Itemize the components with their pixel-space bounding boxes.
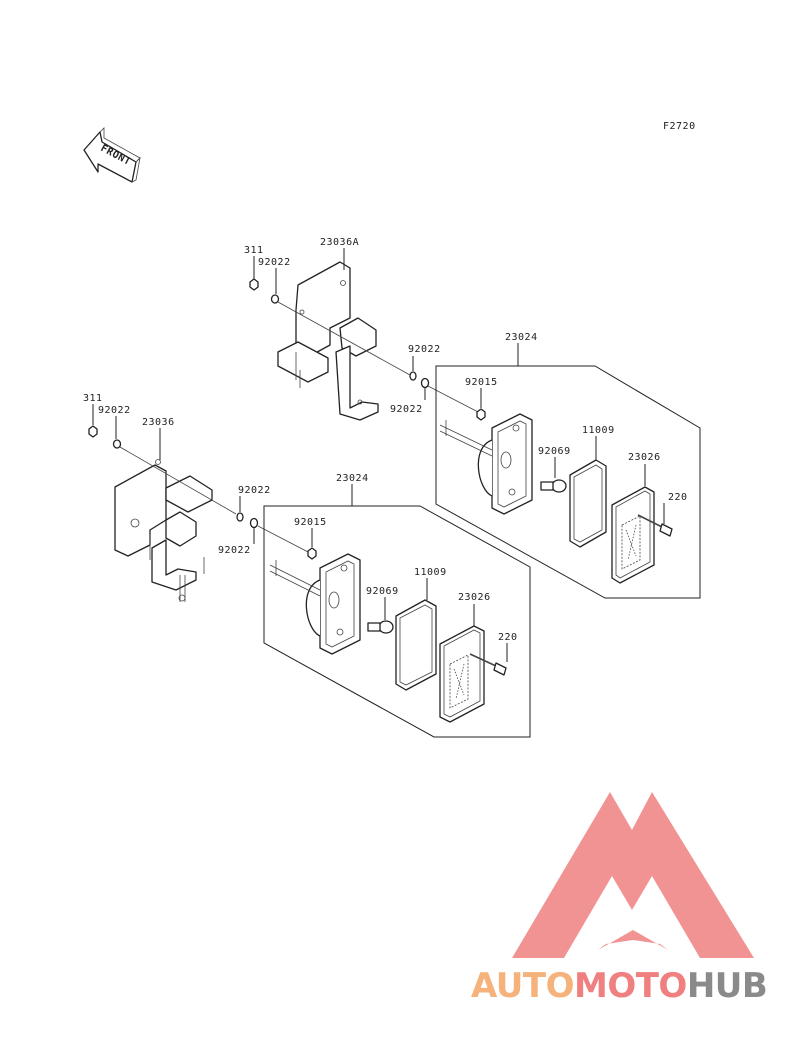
label-220-right: 220 bbox=[668, 492, 688, 503]
label-92015-right: 92015 bbox=[465, 377, 498, 388]
nut-92015-right bbox=[476, 408, 486, 421]
bracket-23036A bbox=[277, 261, 379, 421]
lamp-housing-left bbox=[269, 553, 361, 655]
washer-92022-right-a bbox=[409, 371, 417, 381]
lamp-housing-right bbox=[439, 413, 533, 515]
label-311-right: 311 bbox=[244, 245, 264, 256]
label-92069-right: 92069 bbox=[538, 446, 571, 457]
part-labels: 311 92022 23036A 92022 92022 23024 92015… bbox=[83, 237, 688, 643]
screw-220-left bbox=[469, 653, 507, 676]
label-23024-left: 23024 bbox=[336, 473, 369, 484]
right-assembly bbox=[249, 261, 701, 599]
leader-lines bbox=[92, 248, 665, 662]
triangle-logo-icon bbox=[512, 792, 754, 958]
washer-92022-left-top bbox=[112, 439, 122, 449]
label-23026-left: 23026 bbox=[458, 592, 491, 603]
nut-92015-left bbox=[307, 547, 317, 560]
nut-311-right bbox=[249, 278, 259, 291]
label-92022-right-b: 92022 bbox=[390, 404, 423, 415]
label-11009-right: 11009 bbox=[582, 425, 615, 436]
label-92022-right-a: 92022 bbox=[408, 344, 441, 355]
watermark-text: AUTOMOTOHUB bbox=[471, 966, 767, 1006]
label-92015-left: 92015 bbox=[294, 517, 327, 528]
washer-92022-left-a bbox=[236, 512, 244, 522]
label-92022-left-a: 92022 bbox=[238, 485, 271, 496]
bulb-92069-right bbox=[540, 479, 567, 493]
lens-23026-right bbox=[611, 486, 655, 584]
bulb-92069-left bbox=[367, 620, 394, 634]
label-11009-left: 11009 bbox=[414, 567, 447, 578]
label-23036A: 23036A bbox=[320, 237, 359, 248]
label-92022-left-top: 92022 bbox=[98, 405, 131, 416]
figure-code: F2720 bbox=[663, 121, 696, 132]
washer-92022-right-top bbox=[270, 294, 280, 304]
label-220-left: 220 bbox=[498, 632, 518, 643]
label-23026-right: 23026 bbox=[628, 452, 661, 463]
bracket-23036 bbox=[114, 459, 213, 602]
washer-92022-left-b bbox=[249, 517, 259, 529]
front-arrow-icon: FRONT bbox=[83, 127, 141, 183]
label-23036: 23036 bbox=[142, 417, 175, 428]
watermark-logo: AUTOMOTOHUB bbox=[471, 792, 768, 1006]
nut-311-left bbox=[88, 425, 98, 438]
label-311-left: 311 bbox=[83, 393, 103, 404]
washer-92022-right-b bbox=[420, 377, 430, 389]
gasket-11009-right bbox=[569, 459, 607, 548]
lens-23026-left bbox=[439, 625, 485, 723]
screw-220-right bbox=[637, 514, 673, 537]
gasket-11009-left bbox=[395, 599, 437, 691]
label-92069-left: 92069 bbox=[366, 586, 399, 597]
label-92022-right-top: 92022 bbox=[258, 257, 291, 268]
label-92022-left-b: 92022 bbox=[218, 545, 251, 556]
left-assembly bbox=[88, 425, 531, 738]
label-23024-right: 23024 bbox=[505, 332, 538, 343]
